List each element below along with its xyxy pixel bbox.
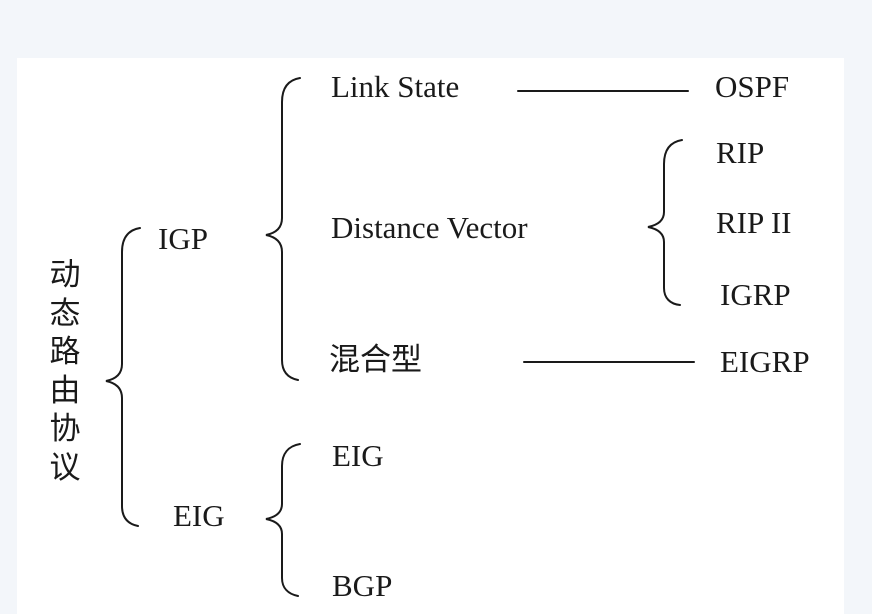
ospf-label: OSPF (715, 69, 790, 104)
diagram-panel (17, 58, 844, 614)
bgp-label: BGP (332, 568, 393, 603)
eig-category-label: EIG (173, 498, 225, 533)
igrp-label: IGRP (720, 277, 791, 312)
root-brace (105, 227, 141, 527)
eig-child-label: EIG (332, 438, 384, 473)
rip-ii-label: RIP II (716, 205, 792, 240)
eig-brace (265, 443, 301, 597)
igp-label: IGP (158, 221, 208, 256)
hybrid-label: 混合型 (329, 342, 422, 378)
distance-vector-label: Distance Vector (331, 210, 528, 245)
root-label-dynamic-routing-protocol: 动态路由协议 (49, 257, 81, 486)
distance-vector-brace (647, 139, 683, 306)
eigrp-label: EIGRP (720, 344, 810, 379)
rip-label: RIP (716, 135, 765, 170)
igp-brace (265, 77, 301, 381)
link-state-label: Link State (331, 69, 460, 104)
